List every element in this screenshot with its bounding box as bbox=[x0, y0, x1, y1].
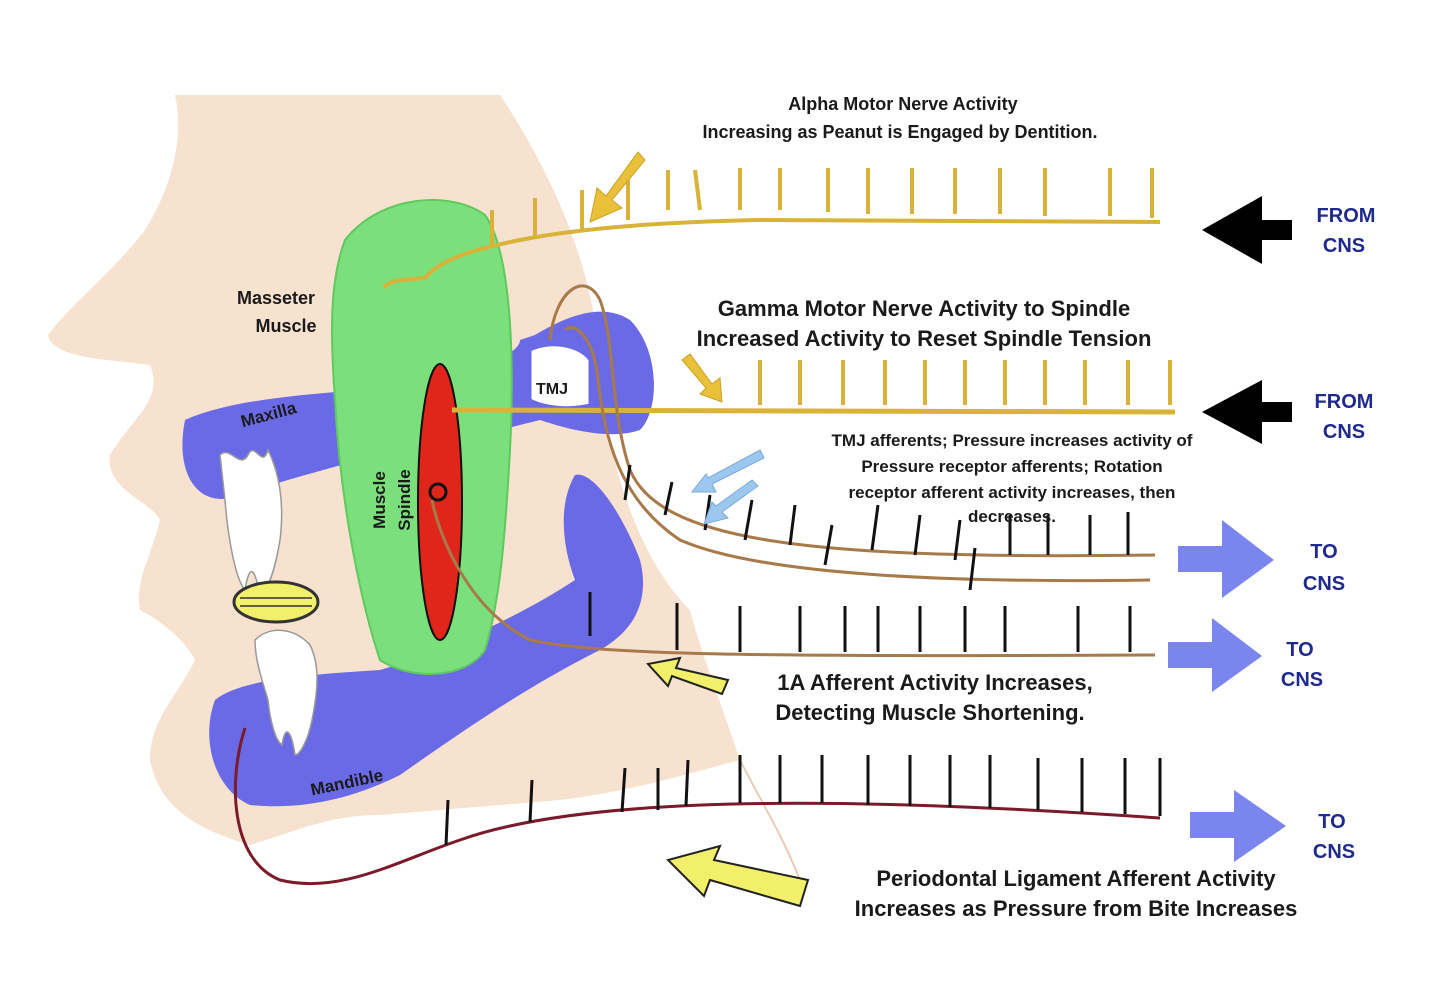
tmj-pointer-arrow-1 bbox=[690, 449, 765, 493]
peanut bbox=[232, 580, 320, 624]
from-cns-gamma-line1: FROM bbox=[1315, 391, 1374, 413]
muscle-spindle bbox=[417, 363, 463, 641]
gamma-label-line1: Gamma Motor Nerve Activity to Spindle bbox=[718, 296, 1130, 321]
gamma-motor-nerve bbox=[451, 407, 1176, 415]
to-cns-pdl-line2: CNS bbox=[1313, 841, 1355, 863]
lower-tooth bbox=[254, 629, 318, 756]
from-cns-alpha-line2: CNS bbox=[1323, 235, 1365, 257]
tmj-socket bbox=[528, 343, 592, 410]
alpha-spikes bbox=[490, 168, 1154, 248]
to-cns-pdl-line1: TO bbox=[1318, 811, 1345, 833]
gamma-spikes bbox=[758, 360, 1172, 405]
to-cns-arrow-tmj bbox=[1178, 520, 1274, 598]
tmj-label-line1: TMJ afferents; Pressure increases activi… bbox=[832, 431, 1193, 450]
to-cns-ia-line2: CNS bbox=[1281, 669, 1323, 691]
masseter-label-line1: Masseter bbox=[237, 288, 315, 308]
from-cns-alpha-line1: FROM bbox=[1317, 205, 1376, 227]
upper-tooth bbox=[219, 447, 283, 597]
tmj-pointer-arrow-2 bbox=[703, 479, 759, 525]
tmj-afferent-nerve-1 bbox=[548, 284, 1156, 558]
alpha-label-line1: Alpha Motor Nerve Activity bbox=[788, 94, 1017, 114]
mandible-bone bbox=[209, 474, 644, 807]
from-cns-gamma-line2: CNS bbox=[1323, 421, 1365, 443]
tmj-joint-label: TMJ bbox=[536, 381, 568, 398]
to-cns-tmj-line1: TO bbox=[1310, 541, 1337, 563]
tmj-spikes bbox=[623, 464, 1130, 591]
pdl-afferent-nerve bbox=[233, 727, 1161, 886]
ia-label-line2: Detecting Muscle Shortening. bbox=[775, 700, 1084, 725]
pdl-spikes bbox=[444, 755, 1162, 846]
to-cns-arrow-ia bbox=[1168, 618, 1262, 692]
gamma-label-line2: Increased Activity to Reset Spindle Tens… bbox=[697, 326, 1152, 351]
neck-outline bbox=[739, 759, 801, 881]
tmj-afferent-nerve-2 bbox=[563, 326, 1151, 583]
to-cns-ia-line1: TO bbox=[1286, 639, 1313, 661]
spindle-label-line2: Spindle bbox=[395, 469, 414, 530]
ia-label-line1: 1A Afferent Activity Increases, bbox=[777, 670, 1092, 695]
spindle-label-line1: Muscle bbox=[370, 471, 389, 529]
tmj-label-line3: receptor afferent activity increases, th… bbox=[849, 483, 1176, 502]
alpha-pointer-arrow bbox=[589, 151, 646, 223]
from-cns-arrow-gamma bbox=[1202, 380, 1292, 444]
gamma-pointer-arrow bbox=[681, 353, 723, 403]
pdl-label-line2: Increases as Pressure from Bite Increase… bbox=[855, 896, 1298, 921]
to-cns-arrow-pdl bbox=[1190, 790, 1286, 862]
tmj-label-line4: decreases. bbox=[968, 507, 1056, 526]
masseter-label-line2: Muscle bbox=[255, 316, 316, 336]
alpha-label-line2: Increasing as Peanut is Engaged by Denti… bbox=[702, 122, 1097, 142]
to-cns-tmj-line2: CNS bbox=[1303, 573, 1345, 595]
from-cns-arrow-alpha bbox=[1202, 196, 1292, 264]
ia-pointer-arrow bbox=[646, 656, 730, 696]
pdl-pointer-arrow bbox=[666, 844, 810, 908]
spindle-coil-icon bbox=[428, 482, 448, 502]
ia-afferent-nerve bbox=[430, 499, 1156, 658]
alpha-motor-nerve bbox=[382, 217, 1161, 290]
tmj-label-line2: Pressure receptor afferents; Rotation bbox=[861, 457, 1162, 476]
pdl-label-line1: Periodontal Ligament Afferent Activity bbox=[876, 866, 1276, 891]
ia-spikes bbox=[588, 592, 1132, 652]
